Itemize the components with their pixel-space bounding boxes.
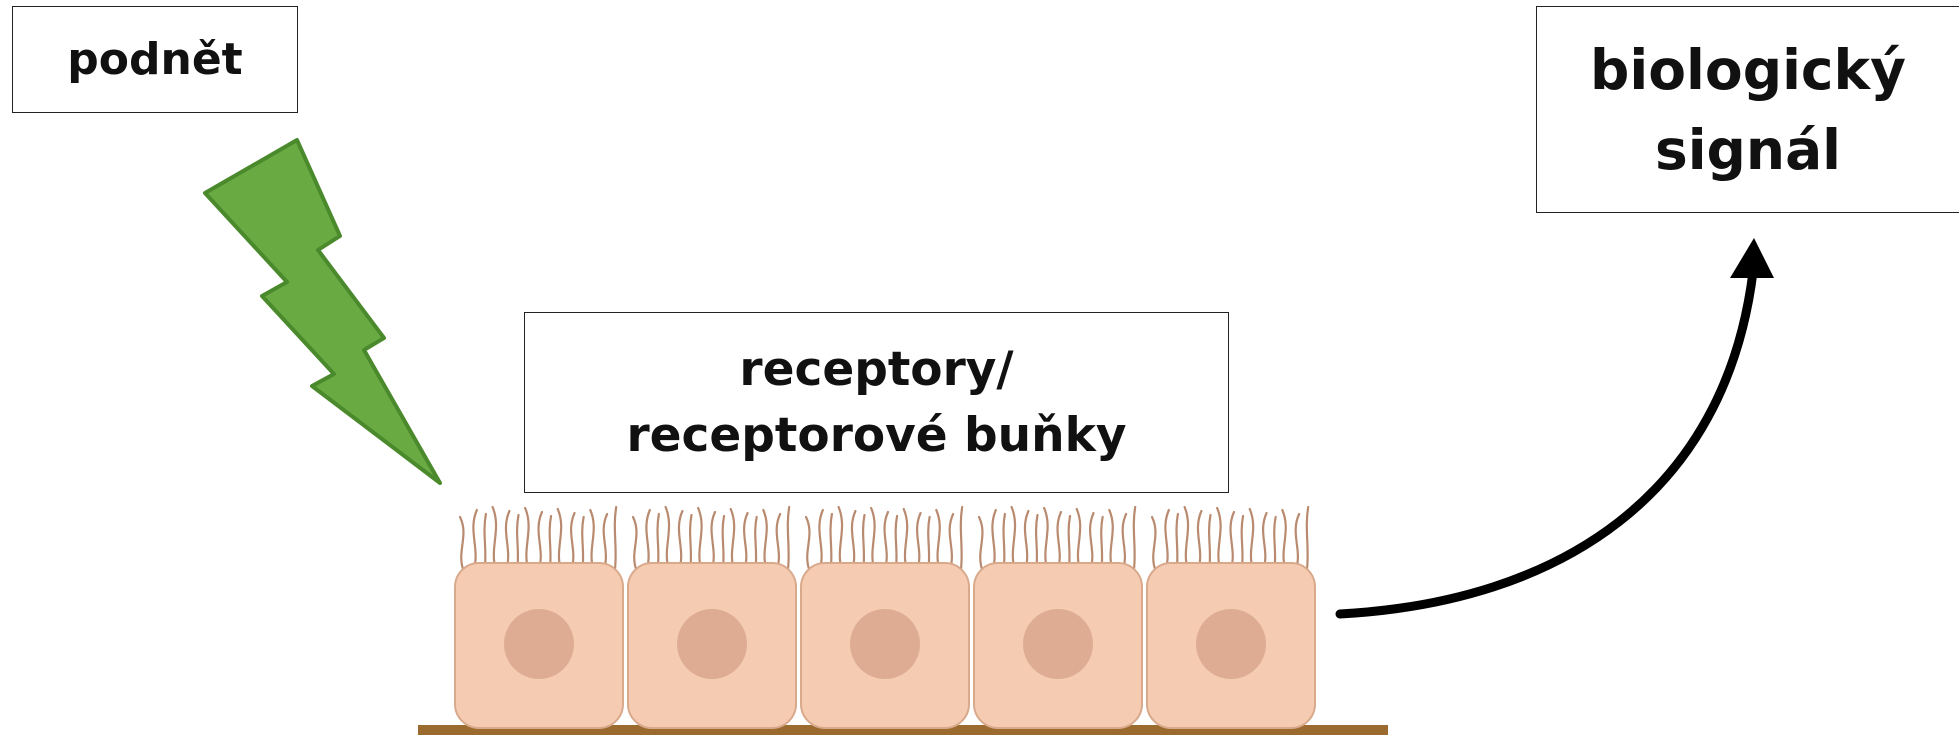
signal-arrow-shaft bbox=[1340, 272, 1753, 614]
cilium bbox=[992, 510, 995, 569]
cilium bbox=[604, 514, 607, 569]
cilium bbox=[863, 515, 864, 569]
cilium bbox=[961, 507, 962, 569]
cilium bbox=[1177, 514, 1178, 569]
cilium bbox=[731, 509, 734, 569]
receptors-label-box: receptory/ receptorové buňky bbox=[524, 312, 1229, 493]
signal-label-box: biologický signál bbox=[1536, 6, 1959, 213]
cilium bbox=[928, 517, 929, 569]
cilium bbox=[615, 507, 616, 569]
cilium bbox=[666, 507, 669, 569]
cilium bbox=[550, 516, 551, 569]
cell-nucleus bbox=[677, 609, 747, 679]
cilium bbox=[658, 514, 659, 569]
cilium bbox=[896, 516, 897, 569]
cilium bbox=[1217, 508, 1220, 569]
cilium bbox=[885, 512, 888, 569]
cilium bbox=[1101, 517, 1102, 569]
cilium bbox=[633, 517, 636, 569]
cilium bbox=[1069, 516, 1070, 569]
receptors-label-line2: receptorové buňky bbox=[627, 403, 1127, 469]
cilium bbox=[1250, 509, 1253, 569]
cilium bbox=[777, 514, 780, 569]
cilia-layer bbox=[460, 507, 1308, 569]
cilium bbox=[979, 517, 982, 569]
cilium bbox=[950, 514, 953, 569]
cilium bbox=[1134, 507, 1135, 569]
cilium bbox=[936, 510, 939, 569]
signal-arrowhead-icon bbox=[1730, 238, 1774, 278]
cilium bbox=[582, 517, 583, 569]
cilium bbox=[590, 510, 593, 569]
cilium bbox=[460, 517, 463, 569]
cilium bbox=[485, 514, 486, 569]
cilium bbox=[1044, 508, 1047, 569]
cell-nucleus bbox=[850, 609, 920, 679]
cilium bbox=[1209, 515, 1210, 569]
cilium bbox=[679, 511, 682, 569]
cilium bbox=[1274, 517, 1275, 569]
cilium bbox=[571, 513, 574, 569]
cilium bbox=[819, 510, 822, 569]
signal-label-line2: signál bbox=[1655, 110, 1841, 190]
cell-nucleus bbox=[1196, 609, 1266, 679]
cilium bbox=[788, 507, 789, 569]
cilium bbox=[1198, 511, 1201, 569]
cilium bbox=[1090, 513, 1093, 569]
signal-label-line1: biologický bbox=[1590, 30, 1906, 110]
lightning-bolt-icon bbox=[205, 140, 440, 483]
cilium bbox=[506, 511, 509, 569]
cilium bbox=[1123, 514, 1126, 569]
cilium bbox=[1242, 516, 1243, 569]
receptors-label-line1: receptory/ bbox=[739, 337, 1013, 403]
cilium bbox=[871, 508, 874, 569]
cilium bbox=[1152, 517, 1155, 569]
cilium bbox=[473, 510, 476, 569]
cilium bbox=[525, 508, 528, 569]
cell-nucleus bbox=[504, 609, 574, 679]
cilium bbox=[517, 515, 518, 569]
cilium bbox=[712, 512, 715, 569]
cell-nucleus bbox=[1023, 609, 1093, 679]
cilium bbox=[1077, 509, 1080, 569]
cilium bbox=[1025, 511, 1028, 569]
cilium bbox=[1109, 510, 1112, 569]
cilium bbox=[1296, 514, 1299, 569]
cilium bbox=[646, 510, 649, 569]
cilium bbox=[839, 507, 842, 569]
cilium bbox=[1004, 514, 1005, 569]
cilium bbox=[1307, 507, 1308, 569]
cilium bbox=[1036, 515, 1037, 569]
cilium bbox=[1165, 510, 1168, 569]
cilium bbox=[744, 513, 747, 569]
cilium bbox=[806, 517, 809, 569]
cilium bbox=[723, 516, 724, 569]
cilium bbox=[1282, 510, 1285, 569]
stimulus-label-box: podnět bbox=[12, 6, 298, 113]
cilium bbox=[698, 508, 701, 569]
cilium bbox=[690, 515, 691, 569]
stimulus-label: podnět bbox=[67, 34, 242, 85]
cilium bbox=[831, 514, 832, 569]
cilium bbox=[1185, 507, 1188, 569]
cilium bbox=[852, 511, 855, 569]
cilium bbox=[917, 513, 920, 569]
cilium bbox=[493, 507, 496, 569]
cilium bbox=[1263, 513, 1266, 569]
cilium bbox=[1231, 512, 1234, 569]
cilium bbox=[755, 517, 756, 569]
cilium bbox=[763, 510, 766, 569]
cilium bbox=[558, 509, 561, 569]
cilium bbox=[1058, 512, 1061, 569]
receptor-cells bbox=[455, 563, 1315, 728]
cilium bbox=[904, 509, 907, 569]
cilium bbox=[539, 512, 542, 569]
cilium bbox=[1012, 507, 1015, 569]
